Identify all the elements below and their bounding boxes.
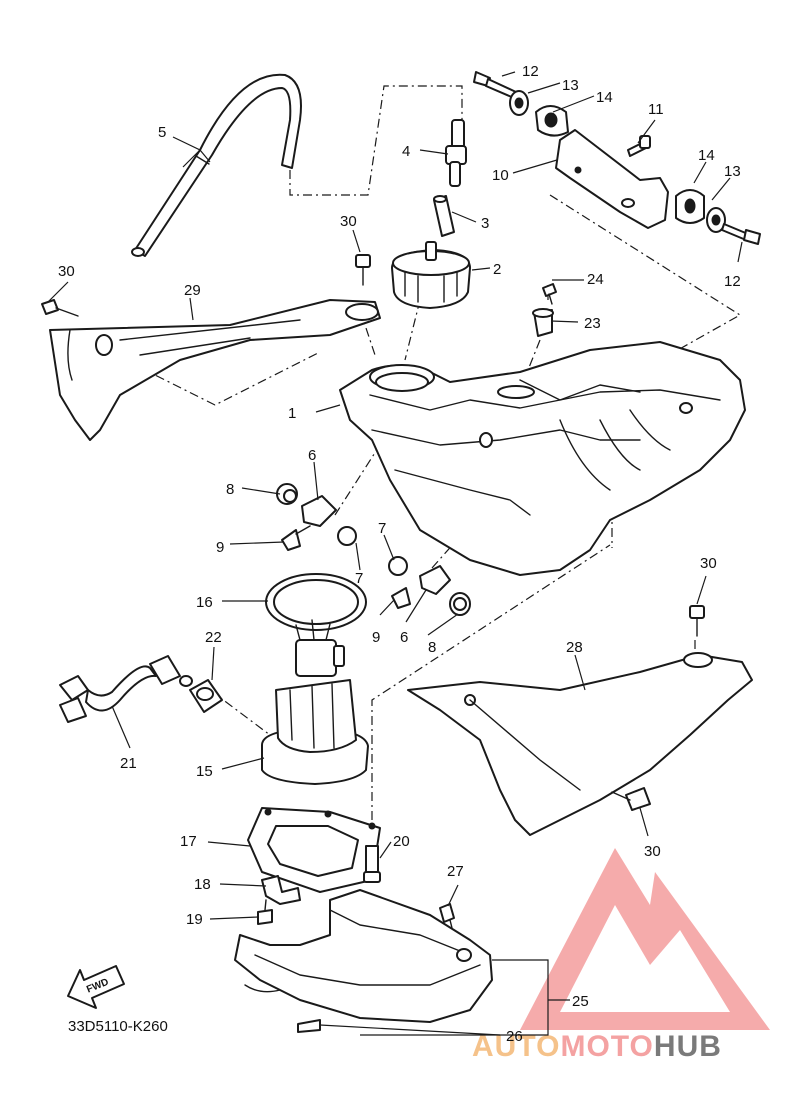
callout-8a: 8: [226, 481, 234, 498]
callout-23: 23: [584, 315, 601, 332]
callout-1: 1: [288, 405, 296, 422]
fuel-fitting: [445, 119, 467, 187]
screw-19: [257, 899, 273, 925]
callout-6a: 6: [308, 447, 316, 464]
fuel-tube: [433, 195, 455, 237]
callout-5: 5: [158, 124, 166, 141]
fuel-cap: [391, 241, 471, 309]
callout-12b: 12: [724, 273, 741, 290]
callout-28: 28: [566, 639, 583, 656]
fwd-arrow: FWD: [67, 965, 125, 1009]
callout-9b: 9: [372, 629, 380, 646]
connector-22: [189, 679, 223, 713]
callout-10: 10: [492, 167, 509, 184]
fuel-tank: [339, 341, 746, 576]
svg-text:AUTOMOTOHUB: AUTOMOTOHUB: [472, 1030, 722, 1063]
callout-24: 24: [587, 271, 604, 288]
watermark-moto: MOTO: [560, 1030, 653, 1063]
bolt-30-right-bottom: [611, 787, 651, 811]
callout-25: 25: [572, 993, 589, 1010]
watermark-hub: HUB: [654, 1030, 722, 1063]
bolt-30-right-top: [689, 605, 705, 637]
callout-8b: 8: [428, 639, 436, 656]
callout-9a: 9: [216, 539, 224, 556]
leader-lines: [47, 71, 743, 1036]
callout-20: 20: [393, 833, 410, 850]
callout-30d: 30: [644, 843, 661, 860]
grommet-23: [532, 308, 554, 337]
callout-16: 16: [196, 594, 213, 611]
diagram-code: 33D5110-K260: [68, 1018, 168, 1035]
tab-26: [297, 1019, 321, 1033]
fuel-pump: [261, 619, 369, 785]
pump-gasket: [265, 573, 367, 631]
callout-17: 17: [180, 833, 197, 850]
screw-24: [542, 283, 557, 305]
clip-set-left: [276, 483, 357, 551]
callout-21: 21: [120, 755, 137, 772]
shroud-right: [407, 652, 753, 836]
callout-26: 26: [506, 1028, 523, 1045]
callout-30a: 30: [340, 213, 357, 230]
callout-3: 3: [481, 215, 489, 232]
callout-14a: 14: [596, 89, 613, 106]
callout-7a: 7: [378, 520, 386, 537]
fuel-hose-assembly: [59, 655, 193, 723]
callout-19: 19: [186, 911, 203, 928]
callout-6b: 6: [400, 629, 408, 646]
callout-11: 11: [648, 101, 664, 118]
bracket-18: [261, 875, 301, 905]
watermark-triangle: [520, 848, 770, 1030]
bolt-30-top: [355, 254, 371, 286]
callout-18: 18: [194, 876, 211, 893]
callout-2: 2: [493, 261, 501, 278]
callout-4: 4: [402, 143, 410, 160]
callout-14b: 14: [698, 147, 715, 164]
callout-30c: 30: [700, 555, 717, 572]
callout-13b: 13: [724, 163, 741, 180]
callout-13a: 13: [562, 77, 579, 94]
breather-hose: [131, 73, 302, 257]
watermark-logo: AUTOMOTOHUB: [472, 848, 770, 1063]
callout-22: 22: [205, 629, 222, 646]
callout-27: 27: [447, 863, 464, 880]
callout-7b: 7: [355, 570, 363, 587]
callout-labels: 1 2 3 4 5 6 6 7 7 8 8 9 9 10 11 12 12 13…: [58, 63, 741, 1045]
lower-cover-25: [234, 889, 493, 1023]
callout-12a: 12: [522, 63, 539, 80]
callout-15: 15: [196, 763, 213, 780]
bolt-30-left: [41, 299, 79, 317]
pump-flange: [247, 807, 381, 893]
bolt-20: [363, 845, 381, 883]
callout-30b: 30: [58, 263, 75, 280]
bracket-assembly: [473, 71, 761, 245]
shroud-left: [49, 299, 381, 441]
clip-set-right: [388, 556, 471, 616]
callout-29: 29: [184, 282, 201, 299]
